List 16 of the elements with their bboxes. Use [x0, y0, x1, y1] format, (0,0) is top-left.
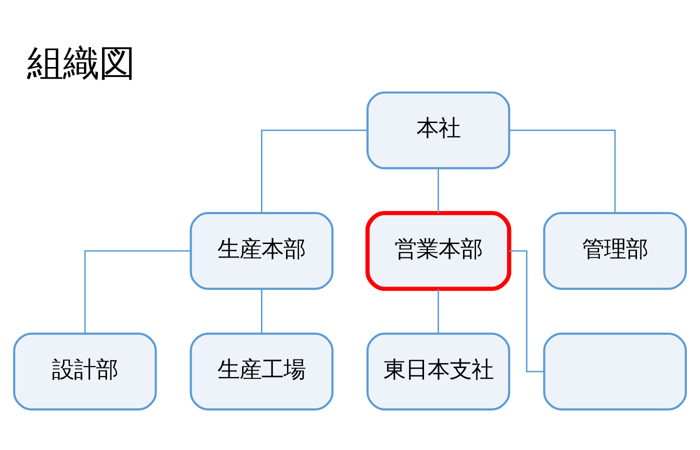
connector: [509, 130, 616, 213]
connector: [260, 130, 368, 213]
node-box: 東日本支社: [366, 332, 510, 410]
node-box: 本社: [366, 91, 510, 170]
diagram-title: 組織図: [26, 41, 135, 84]
connector: [260, 289, 262, 334]
connector: [84, 250, 191, 334]
node-box: [543, 332, 687, 410]
node-box: 管理部: [543, 212, 687, 290]
connector: [438, 289, 440, 334]
node-box: 生産工場: [190, 332, 334, 410]
connector: [509, 250, 544, 372]
node-box: 営業本部: [365, 210, 512, 291]
connector: [438, 168, 440, 214]
node-box: 設計部: [13, 332, 157, 410]
node-box: 生産本部: [190, 212, 334, 290]
